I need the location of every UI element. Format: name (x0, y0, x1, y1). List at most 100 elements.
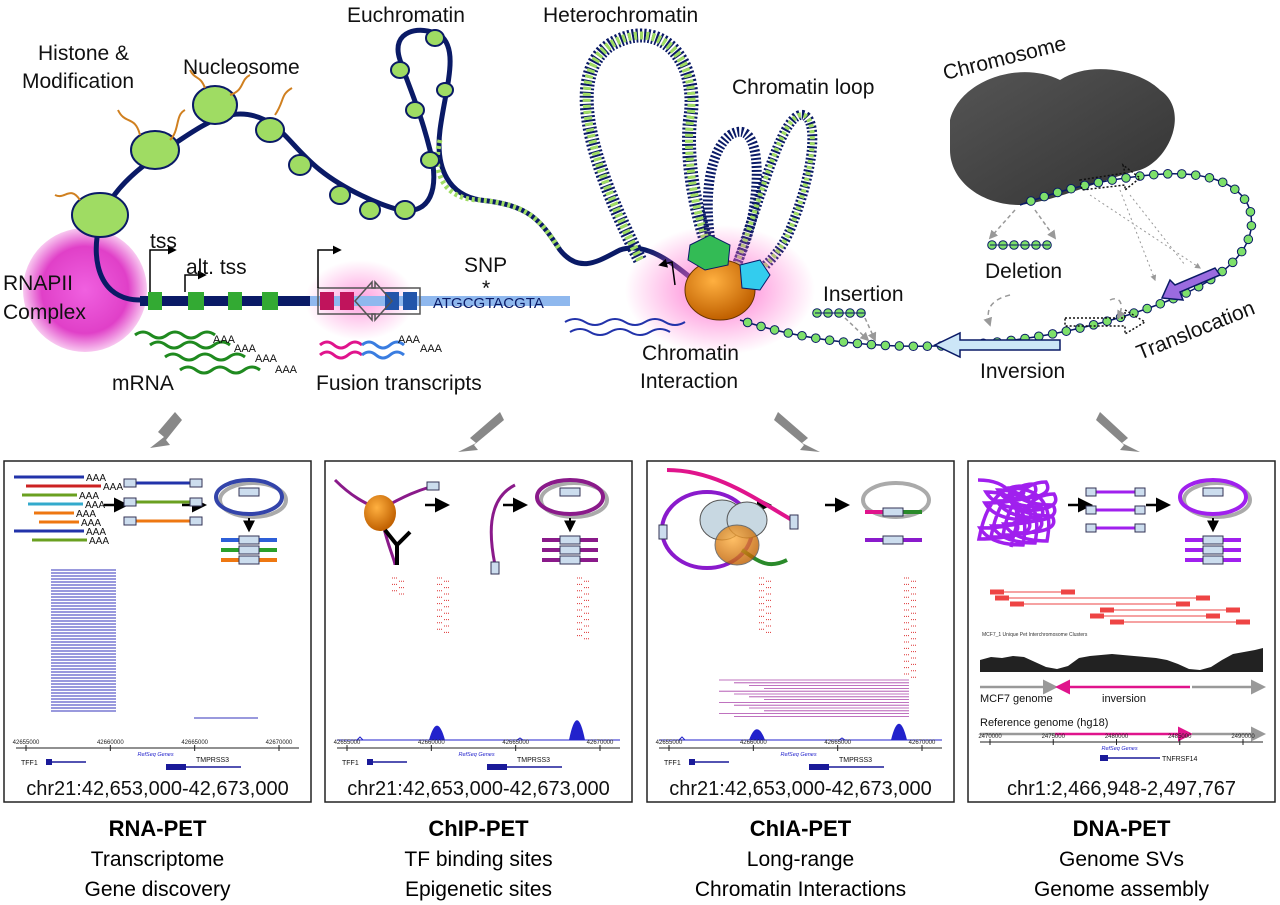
gene-label-2: TMPRSS3 (517, 757, 550, 764)
nucleosomes (71, 29, 454, 238)
sv-bead (1129, 308, 1139, 318)
sv-bead (866, 339, 877, 350)
track-label: RefSeq Genes (1102, 746, 1138, 752)
tag-end (189, 478, 203, 488)
polya-2: AAA (234, 343, 257, 355)
tag-end (1085, 487, 1097, 497)
coverage-peak (569, 720, 585, 740)
pet-tag (559, 545, 581, 555)
vector-tag (1202, 487, 1224, 497)
coverage-peak (429, 725, 445, 740)
sv-bead (824, 335, 835, 346)
panel-tracks: MCF7_1 Unique Pet Interchromosome Cluste… (978, 589, 1266, 763)
sv-bead (1088, 320, 1099, 330)
sv-bead (1039, 191, 1049, 202)
sv-bead (1243, 234, 1254, 245)
mcf7-label: MCF7 genome (980, 693, 1053, 705)
pet-tag (238, 555, 260, 565)
label-deletion: Deletion (985, 260, 1062, 283)
tick-label: 42665000 (502, 740, 529, 746)
vector-ring-shadow (539, 481, 609, 519)
panel-coordinates: chr21:42,653,000-42,673,000 (26, 778, 288, 800)
chromosome-shape (950, 69, 1175, 205)
gene-label-1: TNFRSF14 (1162, 756, 1198, 763)
method-title: ChIA-PET (750, 816, 852, 841)
dna-pet-tag (1110, 619, 1124, 625)
dna-pet-tag (1061, 589, 1075, 595)
read-polya: AAA (86, 527, 106, 538)
histone-tails (54, 69, 293, 201)
method-title: ChIP-PET (428, 816, 529, 841)
sv-bead (742, 317, 753, 328)
sv-bead (894, 341, 905, 351)
tag-end (123, 497, 137, 507)
read-polya: AAA (89, 536, 109, 547)
sv-bead (810, 333, 821, 343)
sv-bead (908, 341, 919, 352)
top-scene: Histone & Modification Nucleosome Euchro… (3, 4, 1258, 395)
method-line-2: Gene discovery (85, 878, 231, 901)
track-label: RefSeq Genes (781, 752, 817, 758)
label-snp: SNP (464, 254, 507, 277)
sv-bead (1229, 184, 1240, 195)
sv-bead (1142, 303, 1152, 314)
gene-exon (809, 764, 829, 770)
tag-end (123, 478, 137, 488)
dna-pet-tag (995, 595, 1009, 601)
tick-label: 42655000 (656, 740, 683, 746)
dna-pet-tag (990, 589, 1004, 595)
tag-end (1134, 505, 1146, 515)
panel-coordinates: chr21:42,653,000-42,673,000 (669, 778, 931, 800)
method-line-2: Epigenetic sites (405, 878, 552, 901)
tick-label: 2480000 (1105, 734, 1129, 740)
sv-bead (838, 337, 849, 347)
label-interaction: Interaction (640, 370, 738, 393)
pet-tag (1202, 545, 1224, 555)
label-nucleosome: Nucleosome (183, 56, 300, 79)
gene-label-1: TFF1 (664, 760, 681, 767)
chia-protein (714, 524, 760, 566)
sv-bead (1239, 194, 1250, 205)
sv-bead (769, 325, 780, 335)
tf-protein (364, 495, 396, 531)
method-line-2: Chromatin Interactions (695, 878, 906, 901)
label-insertion: Insertion (823, 283, 904, 306)
translocation-arrow (1160, 267, 1222, 301)
dna-pet-tag (1226, 607, 1240, 613)
tag-end (123, 516, 137, 526)
tick-label: 42670000 (587, 740, 614, 746)
tick-label: 42670000 (266, 740, 293, 746)
tag-end (1134, 523, 1146, 533)
label-complex: Complex (3, 301, 86, 324)
sv-bead (1190, 170, 1201, 180)
ref-label: Reference genome (hg18) (980, 717, 1108, 729)
sv-bead (1236, 246, 1247, 257)
vector-tag (238, 487, 260, 497)
dna-tangle (976, 478, 1058, 548)
gene-exon (46, 759, 52, 765)
sv-bead (1052, 187, 1063, 198)
inversion-label: inversion (1102, 693, 1146, 705)
tag-end (189, 497, 203, 507)
sv-bead (756, 321, 766, 332)
sv-bead (1204, 172, 1215, 183)
method-title: DNA-PET (1073, 816, 1171, 841)
read-polya: AAA (86, 473, 106, 484)
sv-bead (797, 330, 807, 341)
sv-bead (1026, 196, 1036, 206)
inversion-arrow (933, 331, 1061, 359)
dna-pet-tag (1236, 619, 1250, 625)
sv-bead (1227, 257, 1238, 268)
sv-bead (1162, 169, 1173, 179)
polya-5: AAA (398, 334, 421, 346)
method-line-1: TF binding sites (404, 848, 552, 871)
gene-label-2: TMPRSS3 (839, 757, 872, 764)
down-arrows (150, 412, 1140, 452)
